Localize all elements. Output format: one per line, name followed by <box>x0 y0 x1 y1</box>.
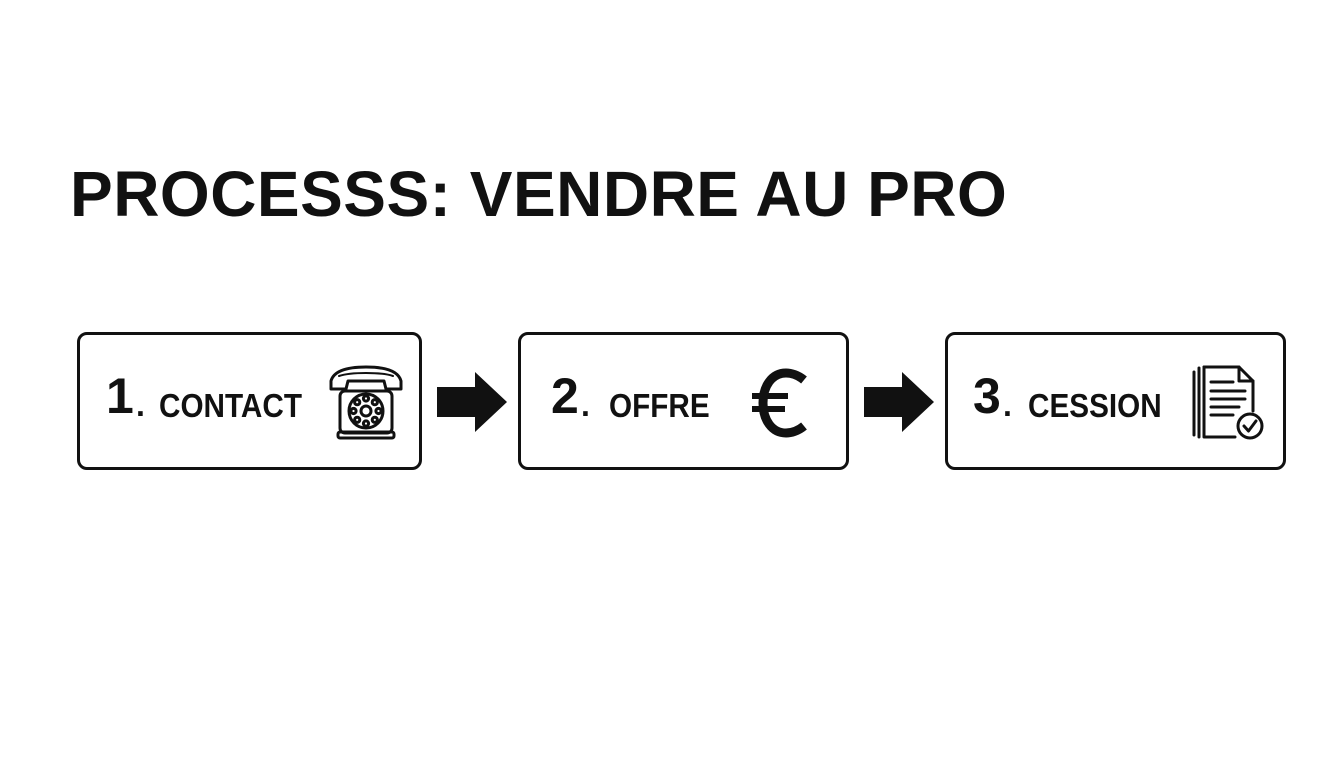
arrow-right-icon <box>862 371 936 438</box>
step-label: OFFRE <box>609 387 710 424</box>
step-number: 3 <box>973 368 1001 424</box>
step-box-contact: 1 . CONTACT <box>77 332 422 470</box>
diagram-title: PROCESSS: VENDRE AU PRO <box>70 158 1008 230</box>
step-label: CESSION <box>1028 387 1162 424</box>
step-separator: . <box>136 387 145 423</box>
rotary-phone-icon <box>326 365 406 446</box>
step-number: 2 <box>551 368 579 424</box>
euro-icon <box>751 368 811 443</box>
step-separator: . <box>1003 387 1012 423</box>
step-box-offre: 2 . OFFRE <box>518 332 849 470</box>
step-number: 1 <box>106 368 134 424</box>
step-separator: . <box>581 387 590 423</box>
signed-document-icon <box>1191 365 1267 446</box>
step-label: CONTACT <box>159 387 302 424</box>
step-box-cession: 3 . CESSION <box>945 332 1286 470</box>
arrow-right-icon <box>435 371 509 438</box>
